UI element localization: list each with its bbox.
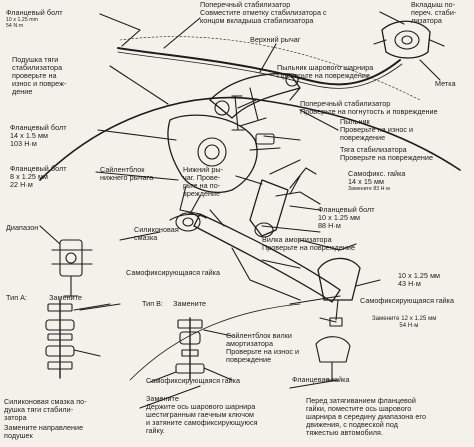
right-knuckle	[299, 239, 361, 327]
label-flange-bolt-right: Фланцевый болт 10 x 1.25 мм 88 Н·м	[318, 205, 375, 230]
damper-fork-shape	[249, 167, 321, 238]
label-upper-arm: Верхний рычаг	[250, 35, 301, 44]
label-silicone-cushion: Силиконовая смазка по- душка тяги стабил…	[4, 397, 87, 422]
label-self-lock-nut-right: Самофикс. гайка 14 x 15 мм Замените 83 Н…	[348, 169, 406, 193]
ball-joint-lower	[315, 336, 351, 381]
label-stabilizer-bar-top: Поперечный стабилизатор Совместите отмет…	[200, 0, 327, 25]
label-stabilizer-link: Тяга стабилизатора Проверьте на поврежде…	[340, 145, 434, 162]
label-bushings-top: Вкладыш по- переч. стаби- лизатора	[411, 0, 457, 25]
lower-arm-shape	[169, 212, 341, 303]
label-cushion-direction: Замените направление подушек	[4, 423, 84, 440]
label-self-lock-nut-mid: Самофиксирующаяся гайка	[126, 268, 221, 277]
label-stabilizer-bar-mid: Поперечный стабилизатор Проверьте на пог…	[300, 99, 438, 116]
label-flange-bolt-top: Фланцевый болт 10 x 1.25 mm 54 N·m	[6, 8, 63, 30]
label-mark: Метка	[435, 79, 456, 88]
type-a-stack	[45, 299, 111, 379]
upper-arm-shape	[209, 73, 301, 121]
label-type-a: Тип А: Замените	[6, 293, 83, 302]
label-range: Диапазон	[6, 223, 39, 232]
label-self-lock-nut-right2: Самофиксирующаяся гайка	[360, 296, 455, 305]
label-spec-right: 10 x 1.25 мм 43 Н·м	[398, 271, 441, 288]
label-replace-bottom: Замените Держите ось шарового шарнира ше…	[146, 394, 258, 435]
range-gauge	[39, 225, 93, 297]
label-flange-bolt-left2: Фланцевый болт 8 x 1.25 мм 22 Н·м	[10, 164, 67, 189]
label-fork-bushing: Сайлентблок вилки амортизатора Проверьте…	[226, 331, 300, 364]
stabilizer-bar	[117, 47, 401, 86]
stabilizer-bushing-bracket	[373, 20, 445, 59]
type-b-stack	[175, 317, 233, 381]
label-tighten-note: Перед затягиванием фланцевой гайки, поме…	[306, 396, 426, 437]
label-silicone-grease: Силиконовая смазка	[134, 225, 179, 242]
label-flange-bolt-left1: Фланцевый болт 14 x 1.5 мм 103 Н·м	[10, 123, 67, 148]
label-ball-joint-boot: Пыльник шарового шарнира Проверьте на по…	[277, 63, 374, 80]
label-replace-spec: Замените 12 x 1.25 мм 54 Н·м	[372, 316, 437, 329]
label-flange-nut: Фланцевая гайка	[292, 375, 350, 384]
label-damper-fork: Вилка амортизатора Проверьте на поврежде…	[262, 235, 356, 252]
label-lower-arm: Нижний ры- чаг. Прове- рьте на по- врежд…	[183, 165, 224, 198]
label-self-lock-nut-bottom: Самофиксирующаяся гайка	[146, 376, 241, 385]
center-link	[231, 95, 245, 131]
label-type-b: Тип B: Замените	[142, 299, 207, 308]
label-link-bushing: Подушка тяги стабилизатора проверьте на …	[12, 55, 67, 96]
label-boot-right: Пыльник Проверьте на износ и повреждение	[340, 117, 414, 142]
label-lower-arm-bushing: Сайлентблок нижнего рычага	[100, 165, 154, 182]
knuckle-assembly	[167, 114, 281, 215]
